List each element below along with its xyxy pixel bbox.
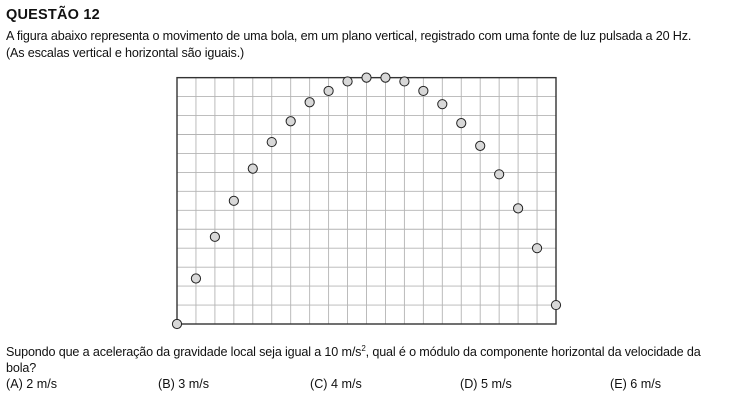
answer-options: (A) 2 m/s (B) 3 m/s (C) 4 m/s (D) 5 m/s … xyxy=(0,377,729,395)
question-title: QUESTÃO 12 xyxy=(6,7,100,23)
ball-position xyxy=(266,136,277,148)
ball-position xyxy=(285,116,296,127)
ball-position xyxy=(209,231,220,242)
question-intro: A figura abaixo representa o movimento d… xyxy=(6,28,726,62)
option-d[interactable]: (D) 5 m/s xyxy=(460,377,512,391)
prompt-exponent: 2 xyxy=(361,343,366,353)
ball-position xyxy=(494,169,505,180)
ball-position xyxy=(437,99,448,110)
ball-position xyxy=(228,195,239,206)
option-a[interactable]: (A) 2 m/s xyxy=(6,377,58,391)
intro-line-1: A figura abaixo representa o movimento d… xyxy=(6,29,692,43)
ball-position xyxy=(380,72,391,83)
prompt-text: Supondo que a aceleração da gravidade lo… xyxy=(6,345,362,359)
ball-position xyxy=(171,318,183,330)
option-b[interactable]: (B) 3 m/s xyxy=(158,377,210,391)
ball-position xyxy=(513,203,524,214)
ball-position xyxy=(304,97,315,108)
ball-position xyxy=(342,76,353,87)
ball-position xyxy=(418,85,429,97)
ball-position xyxy=(456,118,467,129)
ball-trajectory xyxy=(171,72,562,330)
option-c[interactable]: (C) 4 m/s xyxy=(310,377,362,391)
ball-position xyxy=(475,140,486,151)
ball-position xyxy=(550,299,562,311)
question-prompt: Supondo que a aceleração da gravidade lo… xyxy=(6,344,728,376)
ball-position xyxy=(323,85,334,97)
ball-position xyxy=(531,243,543,254)
grid xyxy=(177,77,556,324)
ball-position xyxy=(247,163,258,174)
prompt-text-end: , qual é o módulo da componente horizont… xyxy=(6,345,701,375)
ball-position xyxy=(190,273,202,284)
intro-line-2: (As escalas vertical e horizontal são ig… xyxy=(6,46,245,60)
ball-position xyxy=(361,72,372,83)
ball-position xyxy=(399,76,410,87)
option-e[interactable]: (E) 6 m/s xyxy=(610,377,662,391)
